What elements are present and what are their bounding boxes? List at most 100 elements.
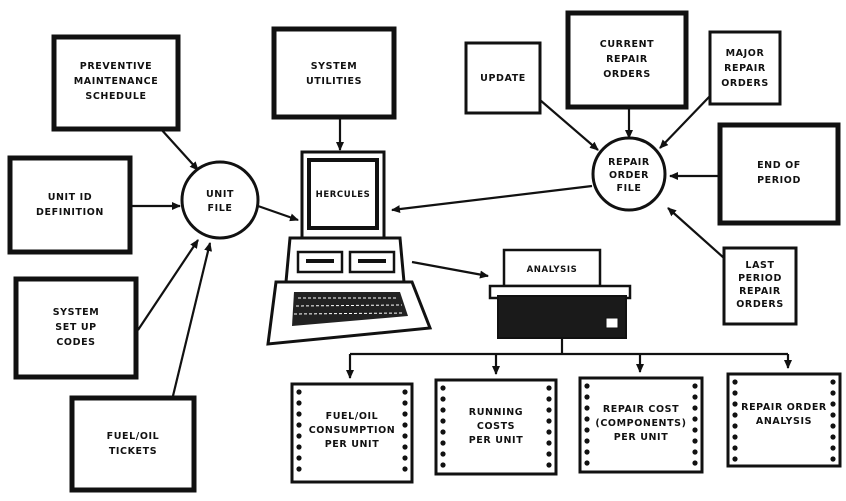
feed-hole — [402, 433, 407, 438]
arrow-last-period-to-repair-file — [668, 208, 724, 258]
computer-illustration: HERCULES — [268, 152, 430, 344]
feed-hole — [584, 394, 589, 399]
running-report-line-2: COSTS — [477, 421, 515, 432]
repair-file-label-line-2: ORDER — [609, 170, 649, 181]
feed-hole — [296, 389, 301, 394]
running-report-line-3: PER UNIT — [469, 435, 524, 446]
feed-hole — [296, 466, 301, 471]
feed-hole — [732, 412, 737, 417]
feed-hole — [732, 390, 737, 395]
printer-button — [606, 318, 618, 328]
feed-hole — [296, 411, 301, 416]
feed-hole — [732, 434, 737, 439]
feed-hole — [584, 460, 589, 465]
repair-file-label-line-3: FILE — [617, 183, 642, 194]
feed-hole — [546, 462, 551, 467]
connectors — [130, 96, 788, 400]
current-repair-label-line-3: ORDERS — [603, 69, 651, 80]
last-period-label-line-4: ORDERS — [736, 299, 784, 310]
feed-hole — [692, 460, 697, 465]
major-repair-label-line-3: ORDERS — [721, 78, 769, 89]
monitor-screen-text: HERCULES — [316, 190, 371, 200]
running-report-line-1: RUNNING — [469, 407, 523, 418]
feed-hole — [296, 433, 301, 438]
unit-id-label-line-2: DEFINITION — [36, 207, 104, 218]
feed-hole — [402, 389, 407, 394]
feed-hole — [440, 440, 445, 445]
feed-hole — [732, 456, 737, 461]
feed-hole — [692, 383, 697, 388]
arrow-unit-file-to-computer — [258, 206, 298, 220]
feed-hole — [830, 434, 835, 439]
feed-hole — [692, 394, 697, 399]
feed-hole — [440, 385, 445, 390]
report-repair-cost-components: REPAIR COST (COMPONENTS) PER UNIT — [580, 378, 702, 472]
current-repair-orders-box: CURRENT REPAIR ORDERS — [568, 13, 686, 107]
feed-hole — [732, 379, 737, 384]
last-period-label-line-1: LAST — [745, 260, 774, 271]
system-setup-codes-box: SYSTEM SET UP CODES — [16, 279, 136, 377]
arrow-preventive-to-unit-file — [160, 128, 198, 170]
feed-hole — [830, 423, 835, 428]
feed-hole — [584, 449, 589, 454]
feed-hole — [440, 396, 445, 401]
feed-hole — [830, 445, 835, 450]
fuel-report-line-3: PER UNIT — [325, 439, 380, 450]
feed-hole — [296, 400, 301, 405]
utilities-label-line-2: UTILITIES — [306, 76, 362, 87]
unit-id-definition-box: UNIT ID DEFINITION — [10, 158, 130, 252]
last-period-label-line-3: REPAIR — [739, 286, 781, 297]
preventive-maintenance-box: PREVENTIVE MAINTENANCE SCHEDULE — [54, 37, 178, 129]
end-period-label-line-2: PERIOD — [757, 175, 801, 186]
repair-order-file-node: REPAIR ORDER FILE — [593, 138, 665, 210]
feed-hole — [584, 405, 589, 410]
feed-hole — [402, 400, 407, 405]
major-repair-orders-box: MAJOR REPAIR ORDERS — [710, 32, 780, 104]
current-repair-label-line-2: REPAIR — [606, 54, 648, 65]
feed-hole — [296, 444, 301, 449]
system-utilities-box: SYSTEM UTILITIES — [274, 29, 394, 117]
feed-hole — [402, 422, 407, 427]
feed-hole — [546, 385, 551, 390]
feed-hole — [692, 449, 697, 454]
feed-hole — [402, 411, 407, 416]
printer-body — [498, 296, 626, 338]
feed-hole — [546, 396, 551, 401]
report-repair-order-analysis: REPAIR ORDER ANALYSIS — [728, 374, 840, 466]
fuel-tickets-label-line-1: FUEL/OIL — [107, 431, 160, 442]
unit-id-label-line-1: UNIT ID — [48, 192, 93, 203]
end-period-label-line-1: END OF — [757, 160, 801, 171]
fuel-oil-tickets-box: FUEL/OIL TICKETS — [72, 398, 194, 490]
repair-cost-report-line-1: REPAIR COST — [603, 404, 679, 415]
repair-file-label-line-1: REPAIR — [608, 157, 650, 168]
printer-paper-label: ANALYSIS — [527, 265, 578, 275]
printer-illustration: ANALYSIS — [490, 250, 630, 338]
feed-hole — [296, 422, 301, 427]
report-fuel-oil-consumption: FUEL/OIL CONSUMPTION PER UNIT — [292, 384, 412, 482]
feed-hole — [732, 423, 737, 428]
feed-hole — [732, 445, 737, 450]
unit-file-label-line-1: UNIT — [206, 189, 234, 200]
feed-hole — [546, 407, 551, 412]
report-running-costs: RUNNING COSTS PER UNIT — [436, 380, 556, 474]
feed-hole — [830, 401, 835, 406]
preventive-label-line-2: MAINTENANCE — [74, 76, 159, 87]
feed-hole — [546, 418, 551, 423]
major-repair-label-line-2: REPAIR — [724, 63, 766, 74]
feed-hole — [830, 390, 835, 395]
fuel-report-line-1: FUEL/OIL — [326, 411, 379, 422]
feed-hole — [402, 444, 407, 449]
last-period-label-line-2: PERIOD — [738, 273, 782, 284]
feed-hole — [584, 416, 589, 421]
preventive-label-line-3: SCHEDULE — [85, 91, 146, 102]
setup-label-line-2: SET UP — [55, 322, 96, 333]
feed-hole — [830, 412, 835, 417]
major-repair-label-line-1: MAJOR — [726, 48, 765, 59]
feed-hole — [584, 383, 589, 388]
unit-file-label-line-2: FILE — [208, 203, 233, 214]
feed-hole — [830, 456, 835, 461]
feed-hole — [692, 438, 697, 443]
repair-analysis-report-line-1: REPAIR ORDER — [741, 402, 827, 413]
feed-hole — [402, 466, 407, 471]
